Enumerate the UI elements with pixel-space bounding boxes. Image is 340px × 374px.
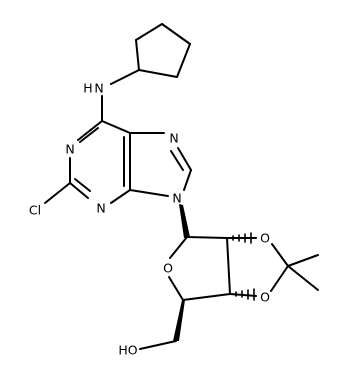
bond-c4p-c3p — [182, 293, 231, 301]
atom-h-amine: H — [83, 81, 92, 96]
bond-c6-n1-double — [79, 127, 99, 143]
atom-o-dioxolane-bottom: O — [260, 290, 270, 305]
bond-o-top-cq — [271, 243, 289, 267]
atom-n3: N — [96, 201, 105, 216]
bond-cp3-cp4 — [161, 23, 191, 45]
bond-c2-cl — [44, 182, 71, 204]
bond-cp1-cp2 — [135, 39, 140, 71]
bond-c2-n3 — [69, 182, 89, 199]
bond-cp1-nh — [110, 69, 140, 85]
wedge-c4p-c5p — [173, 300, 185, 341]
bond-n7-c8-double — [170, 150, 184, 171]
bond-c3p-c2p — [226, 237, 231, 295]
atom-labels: N H N N N N Cl O O O HO — [29, 81, 270, 358]
bond-c2p-c1p — [186, 236, 228, 239]
bond-c2-n3-double — [74, 178, 91, 192]
bond-cq-methyl-lower — [287, 265, 319, 291]
atom-n-amine: N — [94, 81, 103, 96]
bond-n3-c4 — [110, 189, 131, 204]
hash-c2p-o-top — [232, 232, 252, 244]
bond-o-bottom-c3p — [229, 293, 257, 297]
bond-cp2-cp3 — [135, 23, 163, 41]
bond-o4p-c4p — [168, 276, 184, 301]
hash-c3p-o-bottom — [235, 288, 255, 301]
bond-cq-o-bottom — [270, 265, 289, 292]
bond-n9-c4 — [129, 189, 169, 197]
bonds — [44, 23, 319, 350]
bond-c5-c6 — [101, 120, 131, 134]
bond-c5p-oh — [139, 340, 177, 350]
atom-o-ring: O — [163, 261, 173, 276]
atom-cl: Cl — [29, 203, 41, 218]
bond-c1p-o4p — [169, 236, 188, 259]
bond-c8-n9 — [183, 169, 192, 191]
atom-n7: N — [169, 131, 178, 146]
stereo-bonds — [173, 204, 255, 341]
atom-n9: N — [172, 191, 181, 206]
bond-c6-n1 — [77, 120, 103, 141]
atom-n1: N — [65, 142, 74, 157]
bond-n7-c8 — [177, 147, 192, 171]
atom-o-dioxolane-top: O — [260, 231, 270, 246]
wedge-n9-c1p — [179, 204, 190, 238]
bond-cp5-cp1 — [138, 69, 178, 78]
atom-hydroxyl: HO — [118, 343, 137, 358]
bond-cp4-cp5 — [176, 43, 191, 78]
bond-cq-methyl-upper — [287, 254, 319, 267]
